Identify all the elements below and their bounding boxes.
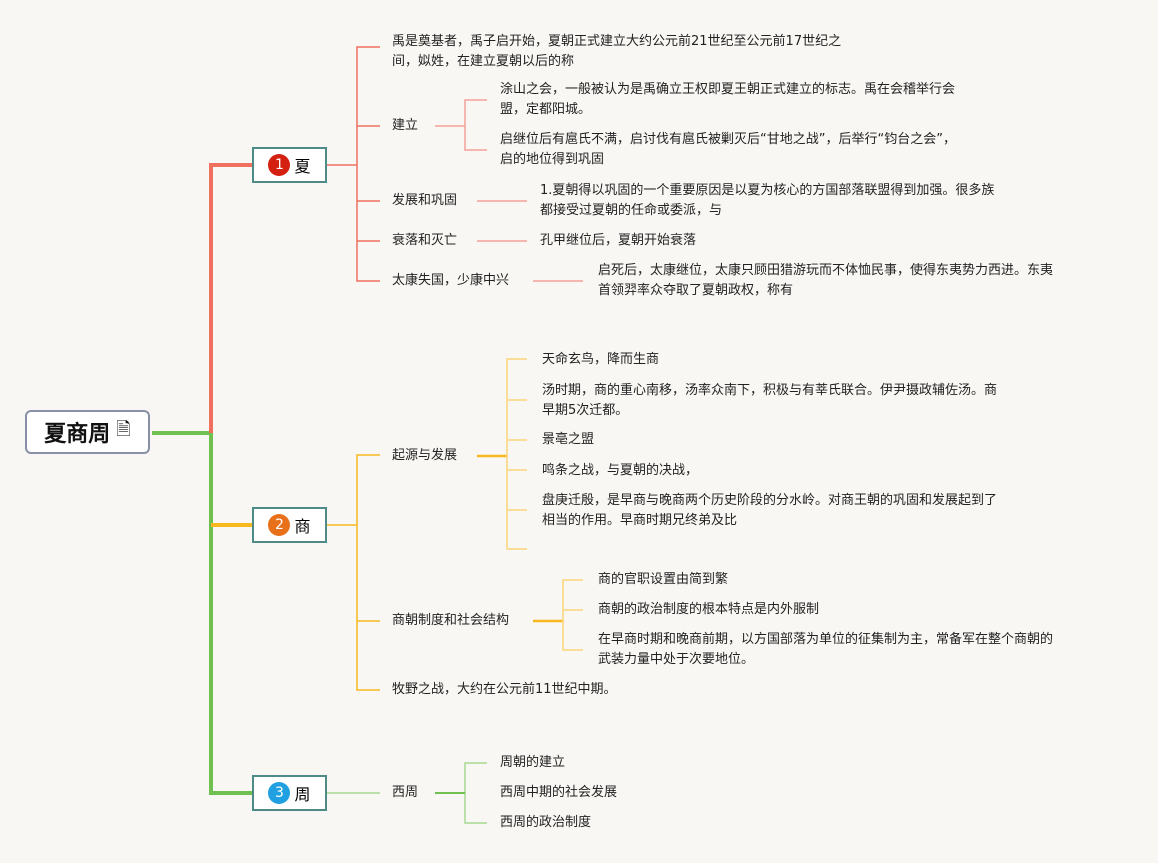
priority-1-icon: 1 (268, 154, 291, 176)
xia-founding-item[interactable]: 涂山之会，一般被认为是禹确立王权即夏王朝正式建立的标志。禹在会稽举行会盟，定都阳… (500, 82, 956, 117)
node-label: 商 (294, 517, 311, 536)
xia-decline-text[interactable]: 孔甲继位后，夏朝开始衰落 (540, 233, 697, 248)
node-label: 周 (294, 785, 311, 804)
xia-decline[interactable]: 衰落和灭亡 (392, 233, 458, 248)
shang-origin[interactable]: 起源与发展 (392, 448, 458, 463)
xia-taikang-text[interactable]: 启死后，太康继位，太康只顾田猎游玩而不体恤民事，使得东夷势力西进。东夷首领羿率众… (598, 263, 1054, 298)
shang-system[interactable]: 商朝制度和社会结构 (392, 613, 510, 628)
shang-origin-item[interactable]: 鸣条之战，与夏朝的决战， (542, 463, 699, 478)
shang-origin-item[interactable]: 天命玄鸟，降而生商 (542, 352, 660, 367)
root-node[interactable]: 夏商周 🗎 (25, 410, 150, 454)
note-icon[interactable]: 🗎 (116, 419, 131, 440)
zhou-west-item[interactable]: 西周中期的社会发展 (500, 785, 618, 800)
node-shang[interactable]: 2 商 (252, 507, 327, 543)
xia-development-text[interactable]: 1.夏朝得以巩固的一个重要原因是以夏为核心的方国部落联盟得到加强。很多族都接受过… (540, 183, 995, 218)
zhou-west-item[interactable]: 周朝的建立 (500, 755, 566, 770)
shang-muye[interactable]: 牧野之战，大约在公元前11世纪中期。 (392, 682, 617, 697)
root-title: 夏商周 (44, 422, 111, 447)
shang-origin-item[interactable]: 汤时期，商的重心南移，汤率众南下，积极与有莘氏联合。伊尹摄政辅佐汤。商早期5次迁… (542, 383, 998, 418)
xia-founding-item[interactable]: 启继位后有扈氏不满，启讨伐有扈氏被剿灭后“甘地之战”，后举行“钧台之会”，启的地… (500, 132, 956, 167)
zhou-west[interactable]: 西周 (392, 785, 419, 800)
xia-founding[interactable]: 建立 (392, 118, 419, 133)
xia-taikang[interactable]: 太康失国，少康中兴 (392, 273, 510, 288)
node-label: 夏 (294, 157, 311, 176)
shang-system-item[interactable]: 在早商时期和晚商前期，以方国部落为单位的征集制为主，常备军在整个商朝的武装力量中… (598, 632, 1054, 667)
zhou-west-item[interactable]: 西周的政治制度 (500, 815, 592, 830)
shang-system-item[interactable]: 商朝的政治制度的根本特点是内外服制 (598, 602, 820, 617)
xia-intro[interactable]: 禹是奠基者，禹子启开始，夏朝正式建立大约公元前21世纪至公元前17世纪之间，姒姓… (392, 34, 842, 69)
shang-origin-item[interactable]: 景亳之盟 (542, 432, 595, 447)
shang-origin-item[interactable]: 盘庚迁殷，是早商与晚商两个历史阶段的分水岭。对商王朝的巩固和发展起到了相当的作用… (542, 493, 998, 528)
priority-2-icon: 2 (268, 514, 291, 536)
shang-system-item[interactable]: 商的官职设置由简到繁 (598, 572, 729, 587)
priority-3-icon: 3 (268, 782, 291, 804)
node-xia[interactable]: 1 夏 (252, 147, 327, 183)
xia-development[interactable]: 发展和巩固 (392, 193, 458, 208)
node-zhou[interactable]: 3 周 (252, 775, 327, 811)
